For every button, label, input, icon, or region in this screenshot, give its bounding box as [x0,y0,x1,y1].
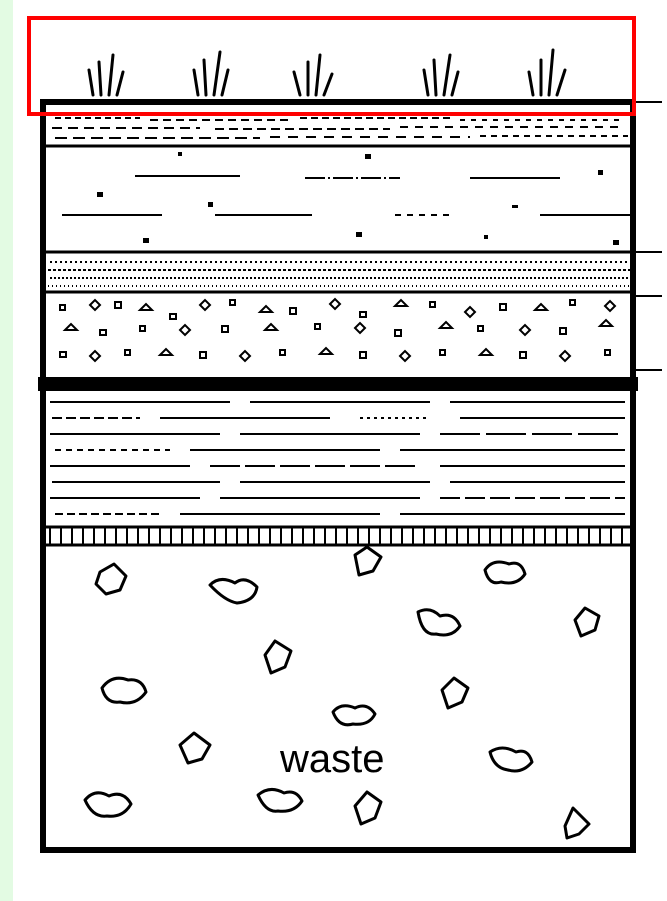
debris-chunk [210,579,257,603]
grass-tuft [529,50,565,95]
debris-chunk [355,547,381,575]
debris-chunk [490,748,532,771]
debris-chunk [102,678,146,703]
waste-label: waste [279,737,385,781]
grass-tuft [89,55,123,95]
clay-layer [50,402,625,514]
debris-chunk [85,793,131,816]
gravel-layer [60,299,615,361]
debris-chunk [565,808,589,838]
debris-chunk [333,706,375,725]
layer-tick-marks [633,102,662,370]
waste-debris [85,547,599,838]
topsoil-layer [52,118,628,138]
debris-chunk [96,564,126,594]
grass-tuft [424,55,458,95]
debris-chunk [418,610,460,635]
debris-chunk [355,792,381,824]
debris-chunk [575,608,599,636]
grass-vegetation [89,50,565,95]
debris-chunk [265,641,291,673]
cover-soil-specks [97,152,619,245]
debris-chunk [442,678,468,708]
debris-chunk [258,789,302,811]
drainage-hatching [50,528,622,544]
cover-soil-layer [62,176,630,215]
grass-tuft [194,52,228,95]
sand-layer [48,262,630,286]
debris-chunk [180,733,210,763]
debris-chunk [485,562,525,583]
liner-layer [38,377,638,391]
grass-tuft [294,55,332,95]
